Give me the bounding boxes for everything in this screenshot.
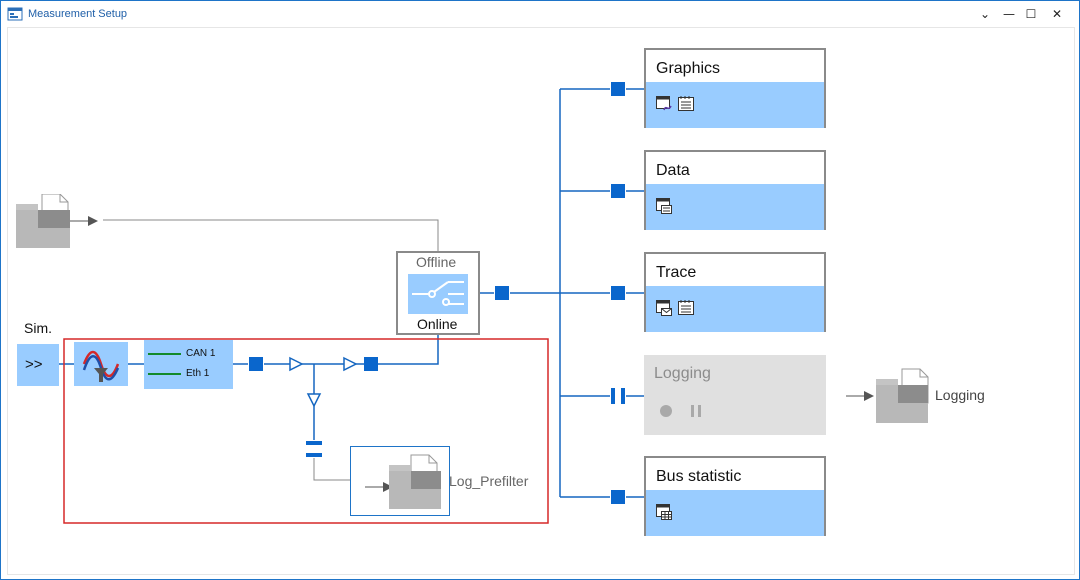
filter-wave-icon [82, 350, 120, 382]
insert-point[interactable] [495, 286, 509, 300]
log-prefilter-block[interactable] [350, 446, 450, 516]
insert-point[interactable] [611, 184, 625, 198]
branch-break-bottom[interactable] [306, 453, 322, 457]
bus-statistic-icon[interactable] [656, 504, 672, 520]
channel-eth1: Eth 1 [186, 368, 210, 379]
logging-block[interactable]: Logging [644, 355, 826, 435]
online-label: Online [417, 316, 458, 332]
data-window-block[interactable]: Data [644, 150, 826, 230]
insert-point[interactable] [364, 357, 378, 371]
sim-button-label: >> [25, 356, 43, 373]
selection-rectangle [63, 338, 549, 524]
offline-source-arrow [88, 216, 98, 226]
bus-statistic-block[interactable]: Bus statistic [644, 456, 826, 536]
sim-label: Sim. [24, 320, 52, 336]
sink-label: Graphics [656, 60, 721, 77]
insert-point[interactable] [611, 286, 625, 300]
filter-arrow-2 [343, 356, 358, 372]
online-offline-switch[interactable]: Offline Online [396, 251, 480, 335]
switch-icon [408, 274, 468, 314]
logging-break-right[interactable] [621, 388, 625, 404]
trace-window-block[interactable]: Trace [644, 252, 826, 332]
trace-window-icon[interactable] [656, 300, 672, 316]
data-window-icon[interactable] [656, 198, 672, 214]
pause-icon[interactable] [688, 403, 704, 419]
window-title: Measurement Setup [28, 8, 128, 20]
config-window-icon[interactable] [678, 300, 694, 316]
measurement-canvas[interactable]: Sim. >> CAN 1 Eth 1 [7, 27, 1075, 575]
branch-break-top[interactable] [306, 441, 322, 445]
log-file-icon [365, 454, 441, 509]
minimize-button[interactable]: — [1003, 7, 1015, 21]
graphics-window-block[interactable]: Graphics [644, 48, 826, 128]
sim-button[interactable]: >> [17, 344, 59, 386]
graphics-window-icon[interactable] [656, 96, 672, 112]
insert-point[interactable] [611, 490, 625, 504]
channel-can1: CAN 1 [186, 348, 216, 359]
filter-block[interactable] [74, 342, 128, 386]
chevron-down-icon[interactable]: ⌄ [979, 7, 991, 21]
log-prefilter-label: Log_Prefilter [449, 473, 529, 489]
filter-arrow-down [306, 393, 322, 408]
insert-point[interactable] [249, 357, 263, 371]
connection-lines [55, 88, 874, 524]
filter-arrow-1 [289, 356, 304, 372]
file-folder-icon[interactable] [16, 194, 70, 248]
channel-block[interactable]: CAN 1 Eth 1 [144, 340, 233, 389]
sink-label: Trace [656, 264, 697, 281]
close-button[interactable]: ✕ [1051, 7, 1063, 21]
logging-break-left[interactable] [611, 388, 615, 404]
insert-point[interactable] [611, 82, 625, 96]
logging-file-icon[interactable] [874, 367, 930, 423]
logging-output-arrow [864, 391, 874, 401]
logging-output-label: Logging [935, 387, 985, 403]
title-bar: Measurement Setup ⌄ — ☐ ✕ [1, 1, 1079, 27]
maximize-button[interactable]: ☐ [1025, 7, 1037, 21]
offline-label: Offline [416, 254, 457, 270]
sink-label: Data [656, 162, 690, 179]
sink-label: Bus statistic [656, 468, 742, 485]
sink-label: Logging [654, 365, 711, 382]
measurement-setup-icon [7, 7, 23, 21]
record-icon[interactable] [658, 403, 674, 419]
config-window-icon[interactable] [678, 96, 694, 112]
